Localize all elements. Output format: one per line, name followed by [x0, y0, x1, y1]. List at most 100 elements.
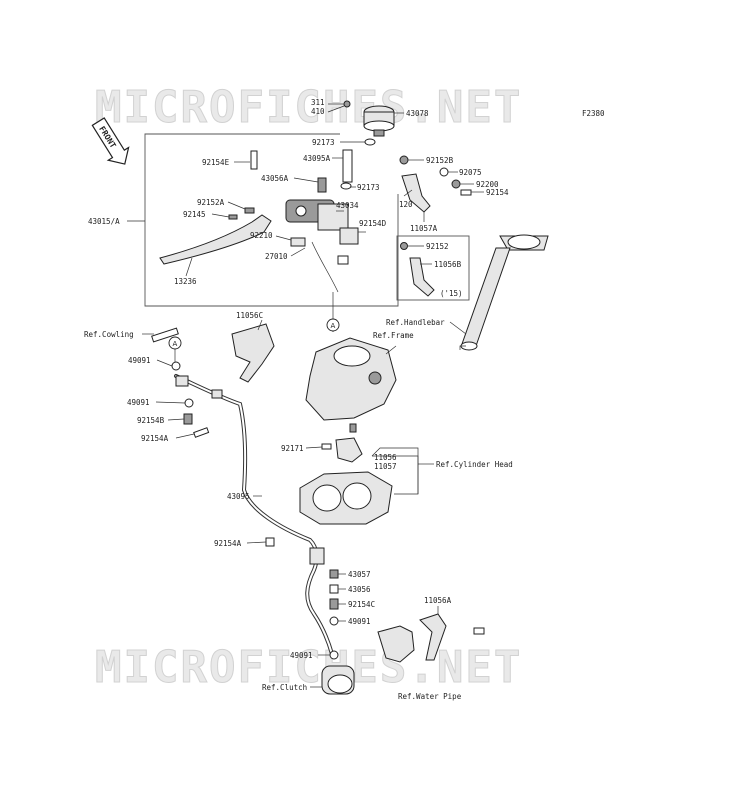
part-label-311: 311 — [311, 98, 325, 107]
screw-part-92154E — [250, 150, 258, 170]
part-label-43056A: 43056A — [261, 174, 289, 183]
hose-clamp-part-upper — [364, 138, 376, 146]
part-label-92154E: 92154E — [202, 158, 230, 167]
watermark-bottom: MICROFICHES.NET — [95, 642, 522, 693]
part-label-49091-d: 49091 — [290, 651, 313, 660]
bracket-part-11056B — [409, 257, 435, 297]
reference-marker-a-upper: A — [326, 318, 340, 332]
watermark-top: MICROFICHES.NET — [95, 82, 522, 133]
part-label-92145: 92145 — [183, 210, 206, 219]
marker-a-upper-label: A — [331, 322, 336, 330]
marker-a-lower-label: A — [173, 340, 178, 348]
handlebar-part — [460, 234, 549, 351]
hose-clamp-part-mid — [309, 547, 325, 565]
throttle-body-part — [299, 471, 393, 525]
bracket-part-11056C — [231, 323, 275, 383]
part-label-43034: 43034 — [336, 201, 359, 210]
part-label-43095A: 43095A — [303, 154, 331, 163]
leader-cylinder-head — [371, 447, 419, 494]
bolt-part-92171 — [321, 443, 332, 450]
ref-label-water-pipe: Ref.Water Pipe — [398, 692, 462, 701]
nut-part-92152B — [399, 155, 409, 165]
part-label-49091-b: 49091 — [127, 398, 150, 407]
assembly-box-2015 — [396, 235, 470, 301]
part-label-92152: 92152 — [426, 242, 449, 251]
part-label-92200: 92200 — [476, 180, 499, 189]
frame-part — [305, 337, 397, 421]
pivot-bolt-part — [244, 207, 255, 214]
clutch-lever-part — [159, 214, 272, 265]
part-label-11057: 11057 — [374, 462, 397, 471]
part-label-410: 410 — [311, 107, 325, 116]
part-label-2015-note: ('15) — [440, 289, 463, 298]
part-label-27010: 27010 — [265, 252, 288, 261]
part-label-49091-c: 49091 — [348, 617, 371, 626]
washer-part-49091-d — [329, 650, 339, 660]
banjo-fitting-upper — [175, 375, 189, 387]
fitting-part-43056 — [329, 584, 339, 594]
cap-screw-part — [343, 100, 351, 108]
part-label-49091-a: 49091 — [128, 356, 151, 365]
part-label-13236: 13236 — [174, 277, 197, 286]
part-label-92152A: 92152A — [197, 198, 225, 207]
part-label-43015A: 43015/A — [88, 217, 120, 226]
leader-lines — [127, 103, 484, 688]
part-label-92173-upper: 92173 — [312, 138, 335, 147]
part-label-11056C: 11056C — [236, 311, 263, 320]
bolt-part-92154B — [183, 413, 193, 425]
washer-part-49091-b — [184, 398, 194, 408]
ref-label-frame: Ref.Frame — [373, 331, 414, 340]
part-label-11056B: 11056B — [434, 260, 462, 269]
hose-clamp-part-lower — [340, 182, 352, 190]
part-label-92075: 92075 — [459, 168, 482, 177]
part-label-11056A: 11056A — [424, 596, 452, 605]
part-label-92171: 92171 — [281, 444, 304, 453]
part-label-92154: 92154 — [486, 188, 509, 197]
clutch-hose-part — [174, 374, 334, 656]
washer-part-49091-a — [171, 361, 181, 371]
ref-label-clutch: Ref.Clutch — [262, 683, 307, 692]
reservoir-hose-part — [342, 149, 353, 183]
part-label-43078: 43078 — [406, 109, 429, 118]
ref-label-cylinder-head: Ref.Cylinder Head — [436, 460, 513, 469]
clutch-switch-part — [290, 237, 349, 293]
spring-part — [228, 214, 238, 220]
bracket-part-11057A — [401, 173, 431, 213]
master-cylinder-part — [285, 177, 359, 245]
hose-clip-part — [211, 389, 223, 399]
clutch-slave-cylinder-part — [321, 665, 355, 695]
bolt-part-92154A-upper — [193, 427, 210, 438]
ref-label-handlebar: Ref.Handlebar — [386, 318, 445, 327]
part-label-92154D: 92154D — [359, 219, 387, 228]
part-label-92152B: 92152B — [426, 156, 454, 165]
part-label-92173-lower: 92173 — [357, 183, 380, 192]
part-label-11057A: 11057A — [410, 224, 438, 233]
bolt-part-cowling — [151, 327, 179, 343]
bolt-part-upper-92171 — [349, 423, 357, 433]
part-label-43095: 43095 — [227, 492, 250, 501]
nut-part-92152 — [400, 242, 408, 250]
assembly-box-master-cylinder — [144, 133, 399, 307]
part-label-92154A-upper: 92154A — [141, 434, 169, 443]
bolt-part-92154A-lower — [265, 537, 275, 547]
part-label-92154C: 92154C — [348, 600, 375, 609]
bracket-part-11056-11057 — [335, 437, 363, 463]
bolt-part-92154C — [329, 598, 339, 610]
fitting-part-43057 — [329, 569, 339, 579]
diagram-code: F2380 — [582, 109, 605, 118]
reservoir-part — [363, 105, 395, 137]
reference-marker-a-lower: A — [168, 336, 182, 350]
ref-label-cowling: Ref.Cowling — [84, 330, 134, 339]
washer-part-92075 — [439, 167, 449, 177]
washer-part-49091-c — [329, 616, 339, 626]
part-label-120: 120 — [399, 200, 413, 209]
part-label-43056: 43056 — [348, 585, 371, 594]
part-label-92210: 92210 — [250, 231, 273, 240]
part-label-11056: 11056 — [374, 453, 397, 462]
part-label-92154A-lower: 92154A — [214, 539, 242, 548]
collar-part-92200 — [451, 179, 461, 189]
part-label-92154B: 92154B — [137, 416, 165, 425]
bolt-part-92154 — [460, 189, 472, 196]
water-pipe-part — [377, 613, 485, 663]
